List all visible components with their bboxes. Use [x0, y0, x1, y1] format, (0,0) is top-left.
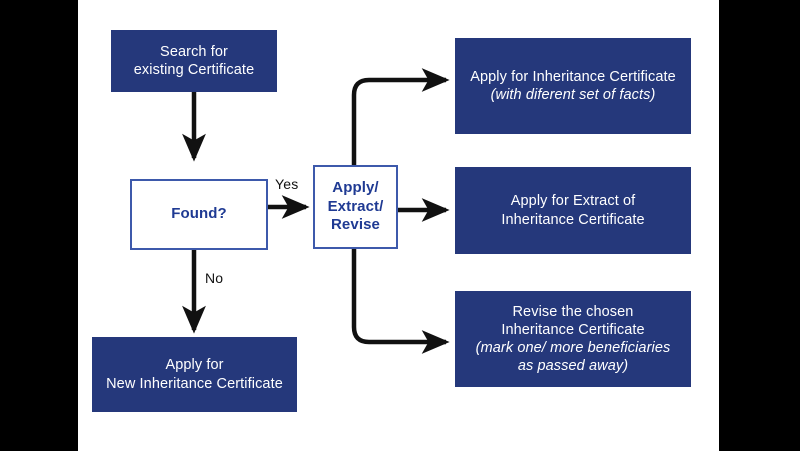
node-line: Extract/ [327, 197, 384, 215]
node-line: Apply/ [332, 178, 379, 196]
node-line: Inheritance Certificate [501, 321, 645, 338]
node-line: Revise [331, 216, 380, 234]
node-apply-for-inheritance-certificate[interactable]: Apply for Inheritance Certificate (with … [455, 38, 691, 134]
edge-label-yes: Yes [275, 176, 299, 192]
node-line-italic: (mark one/ more beneficiaries [475, 340, 671, 356]
node-revise-the-chosen-inheritance-certificate[interactable]: Revise the chosen Inheritance Certificat… [455, 291, 691, 387]
node-line: Apply for [165, 357, 224, 374]
node-line: Found? [171, 205, 227, 223]
edge-label-no: No [205, 270, 224, 286]
node-line: New Inheritance Certificate [106, 375, 283, 392]
node-apply-for-extract-of-inheritance-certificate[interactable]: Apply for Extract of Inheritance Certifi… [455, 167, 691, 254]
letterbox-right [719, 0, 800, 451]
node-apply-for-new-inheritance-certificate[interactable]: Apply for New Inheritance Certificate [92, 337, 297, 412]
node-line: Apply for Inheritance Certificate [470, 68, 676, 85]
node-found-decision[interactable]: Found? [130, 179, 268, 250]
node-line: Revise the chosen [512, 303, 634, 320]
node-line: Search for [160, 43, 228, 60]
connector-apply-to-inheritance [351, 68, 450, 165]
node-line: existing Certificate [133, 62, 255, 78]
flowchart-canvas: Yes No Search for existing Certificate F… [78, 0, 719, 451]
node-line-italic: (with diferent set of facts) [490, 87, 656, 103]
node-line: Apply for Extract of [510, 193, 636, 210]
connector-apply-to-revise [351, 249, 450, 354]
node-apply-extract-revise[interactable]: Apply/ Extract/ Revise [313, 165, 398, 249]
node-line-italic: as passed away) [517, 358, 629, 375]
letterbox-left [0, 0, 78, 451]
node-search-for-existing-certificate[interactable]: Search for existing Certificate [111, 30, 277, 92]
node-line: Inheritance Certificate [501, 211, 645, 228]
